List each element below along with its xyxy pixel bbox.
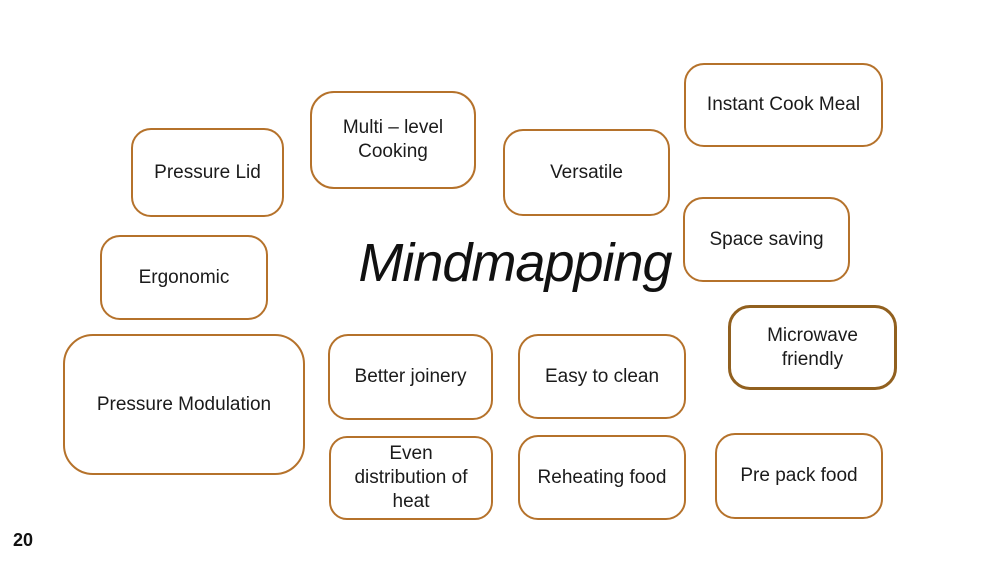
node-label: Instant Cook Meal (706, 94, 861, 116)
node-pressure-modulation: Pressure Modulation (63, 334, 305, 475)
node-even-distribution-of-heat: Even distribution of heat (329, 436, 493, 520)
node-pressure-lid: Pressure Lid (131, 128, 284, 217)
node-label: Ergonomic (138, 266, 230, 288)
node-label: Easy to clean (544, 365, 660, 387)
node-label: Versatile (550, 161, 623, 183)
node-label: Microwave friendly (767, 324, 858, 370)
node-microwave-friendly: Microwave friendly (728, 305, 897, 390)
node-space-saving: Space saving (683, 197, 850, 282)
node-label: Better joinery (354, 366, 467, 388)
node-label: Multi – level Cooking (342, 117, 444, 162)
node-label: Pressure Lid (154, 161, 261, 183)
node-pre-pack-food: Pre pack food (715, 433, 883, 519)
node-multi-level-cooking: Multi – level Cooking (310, 91, 476, 189)
node-ergonomic: Ergonomic (100, 235, 268, 320)
slide-title: Mindmapping (358, 233, 672, 293)
node-label: Even distribution of heat (354, 443, 468, 512)
node-reheating-food: Reheating food (518, 435, 686, 520)
node-versatile: Versatile (503, 129, 670, 216)
node-label: Pressure Modulation (96, 393, 272, 415)
page-number: 20 (13, 530, 34, 550)
node-instant-cook-meal: Instant Cook Meal (684, 63, 883, 147)
node-label: Pre pack food (740, 465, 858, 487)
node-label: Reheating food (537, 466, 667, 488)
node-better-joinery: Better joinery (328, 334, 493, 420)
node-easy-to-clean: Easy to clean (518, 334, 686, 419)
node-label: Space saving (709, 228, 824, 250)
